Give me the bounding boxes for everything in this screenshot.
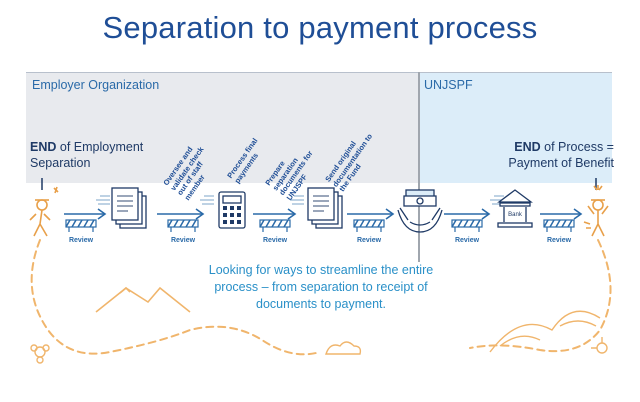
cloud-icon	[325, 341, 362, 355]
review-barrier-icon	[65, 219, 575, 232]
review-label: Review	[356, 237, 382, 244]
end-label-line2: Payment of Benefit	[508, 156, 614, 170]
end-label: END of Process = Payment of Benefit	[474, 139, 614, 171]
start-label-bold: END	[30, 140, 57, 154]
mountain-icon	[95, 286, 191, 313]
arrow-icon	[64, 208, 583, 220]
calculator-icon	[218, 191, 246, 229]
start-label: END of Employment Separation	[30, 139, 180, 171]
band-divider	[418, 72, 420, 262]
fund-band-label: UNJSPF	[424, 78, 473, 92]
employer-band-label: Employer Organization	[32, 78, 160, 92]
bank-icon	[497, 189, 533, 228]
decorative-path	[30, 239, 612, 356]
review-label: Review	[262, 237, 288, 244]
money-hands-icon	[397, 189, 443, 233]
hills-icon	[489, 310, 601, 353]
person-walking-icon	[29, 186, 59, 237]
employer-band	[26, 72, 418, 183]
review-label: Review	[546, 237, 572, 244]
bank-label: Bank	[508, 212, 523, 218]
person-celebrating-icon	[583, 185, 609, 237]
start-label-rest: of Employment	[56, 140, 144, 154]
review-label: Review	[170, 237, 196, 244]
streamline-message: Looking for ways to streamline the entir…	[208, 263, 434, 311]
review-label: Review	[454, 237, 480, 244]
documents-icon	[111, 187, 147, 229]
fund-band	[418, 72, 612, 183]
start-label-line2: Separation	[30, 156, 91, 170]
flower-icon	[30, 337, 608, 364]
end-label-bold: END	[514, 140, 541, 154]
documents-icon	[307, 187, 343, 229]
end-label-rest: of Process =	[540, 140, 614, 154]
review-label: Review	[68, 237, 94, 244]
page-title: Separation to payment process	[102, 10, 538, 45]
